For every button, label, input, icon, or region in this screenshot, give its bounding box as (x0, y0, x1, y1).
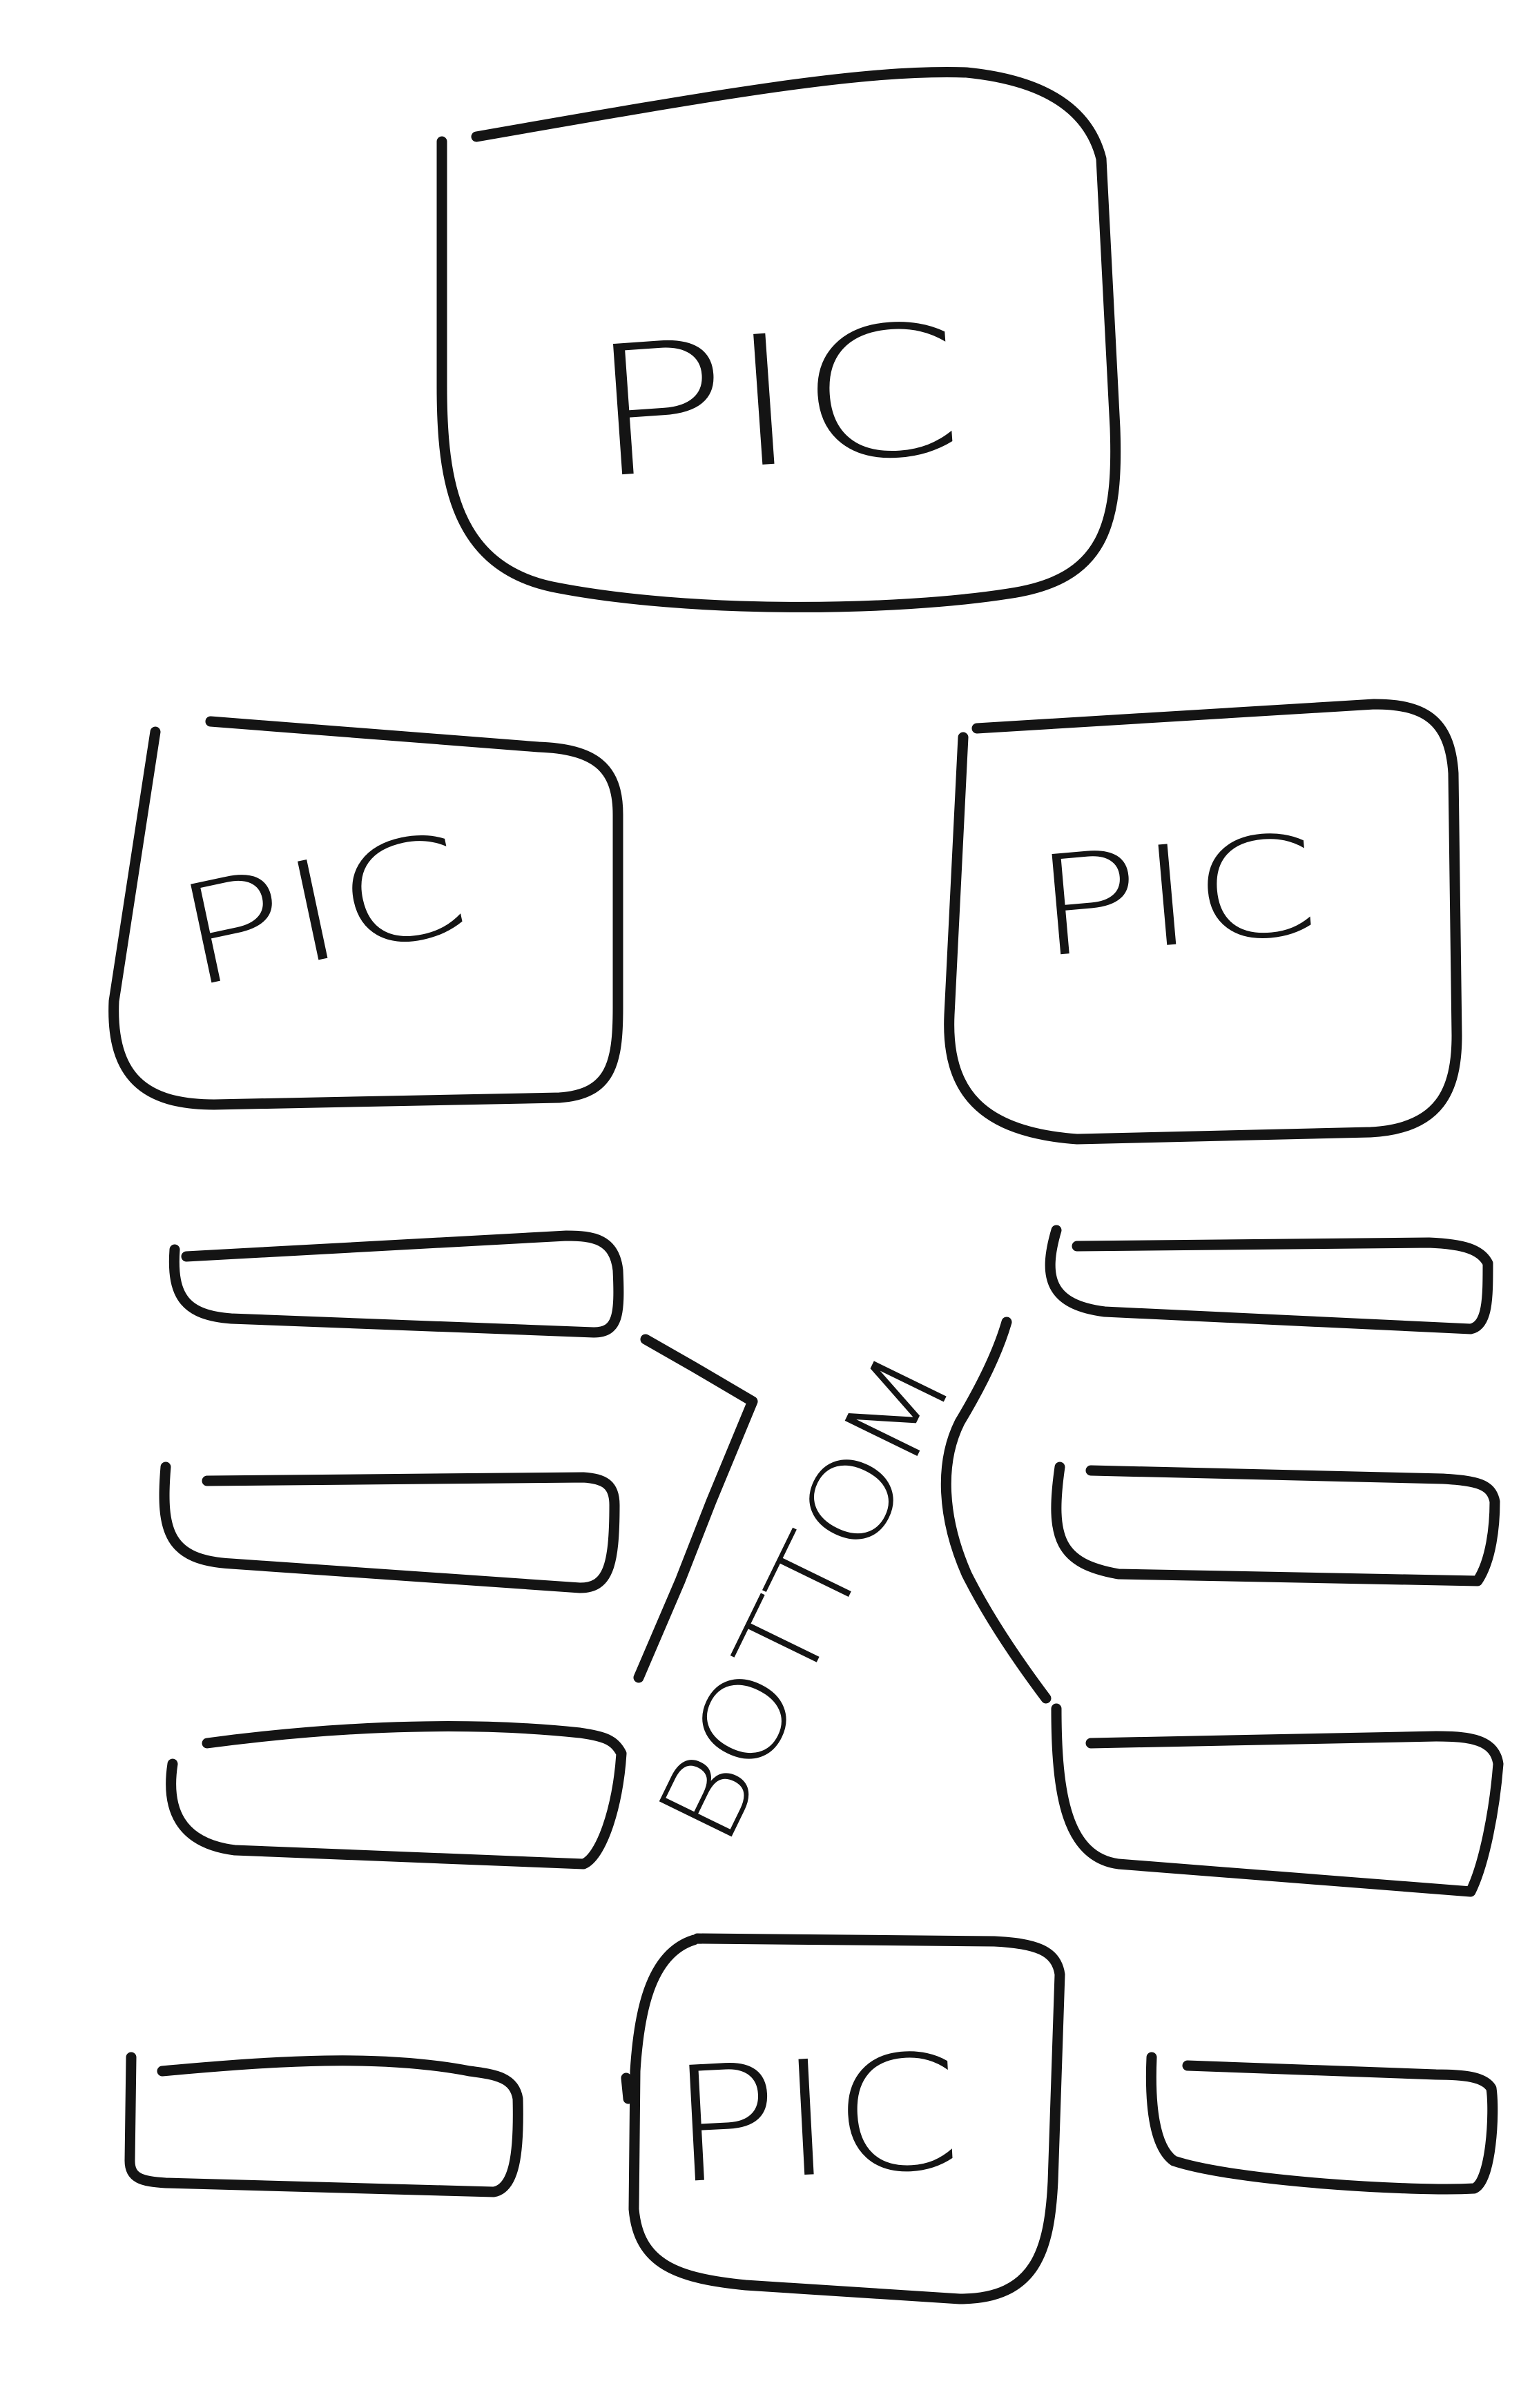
right-button-3[interactable] (1051, 1703, 1504, 1897)
right-button-2[interactable] (1051, 1462, 1500, 1586)
picture-box-bottom-center: PIC (621, 1933, 1065, 2304)
picture-box-bottom-center-tick (621, 2072, 634, 2104)
bottom-left-button[interactable] (124, 2052, 523, 2197)
right-button-1[interactable] (1045, 1225, 1493, 1334)
left-button-column (159, 1230, 627, 1870)
picture-box-middle-right-label: PIC (1028, 804, 1324, 989)
left-button-3[interactable] (166, 1721, 627, 1870)
picture-box-top-label: PIC (582, 285, 969, 519)
picture-box-middle-left-label: PIC (164, 802, 481, 1020)
picture-box-bottom-center-outline (628, 1933, 1065, 2304)
picture-box-middle-right: PIC (944, 699, 1462, 1145)
picture-box-middle-left: PIC (108, 716, 623, 1110)
bottom-row: PIC (124, 1933, 1498, 2304)
bottom-annotation-label: BOTTOM (632, 1334, 978, 1862)
picture-box-top: PIC (436, 67, 1121, 612)
picture-box-middle-right-outline (944, 699, 1462, 1145)
left-button-1[interactable] (168, 1230, 624, 1338)
picture-box-top-outline (436, 67, 1121, 612)
bottom-bracket-left (633, 1334, 758, 1683)
left-button-2[interactable] (159, 1462, 620, 1593)
picture-box-bottom-center-label: PIC (666, 2020, 965, 2220)
right-button-column (1045, 1225, 1504, 1897)
bottom-annotation: BOTTOM (632, 1317, 1052, 1862)
bottom-bracket-right (940, 1317, 1052, 1704)
picture-box-middle-left-outline (108, 716, 623, 1110)
bottom-right-button[interactable] (1145, 2052, 1498, 2195)
